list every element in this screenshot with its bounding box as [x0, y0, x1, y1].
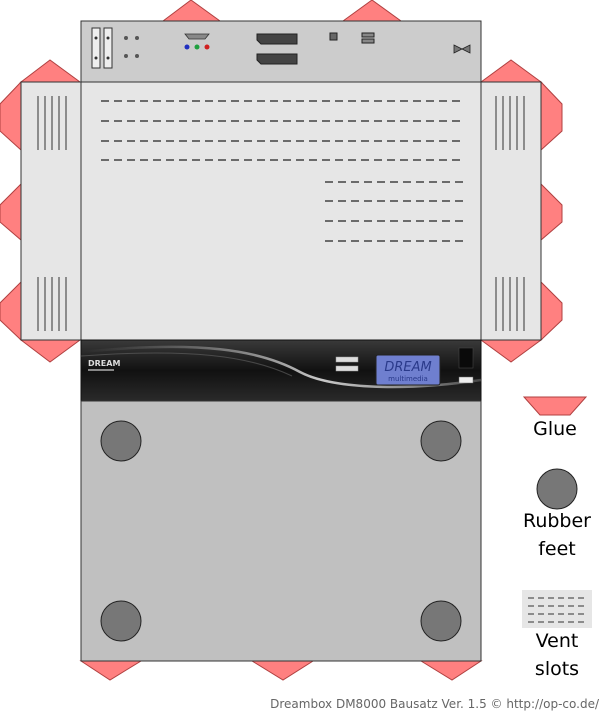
legend-glue-label: Glue: [533, 418, 577, 440]
front-button: [335, 356, 359, 363]
glue-tab: [161, 0, 222, 22]
rca-red-port: [204, 44, 210, 50]
power-button: [458, 376, 474, 384]
scart-port: [256, 33, 298, 45]
glue-tab: [250, 660, 315, 681]
right-side-panel: [480, 81, 542, 341]
scart-port: [256, 53, 298, 65]
glue-tab: [0, 182, 22, 242]
port-connector: [184, 33, 210, 40]
rubber-foot: [420, 600, 462, 642]
brand-logo: DREAM: [88, 359, 120, 368]
vent-slots: [495, 96, 525, 331]
glue-tab: [19, 59, 82, 83]
glue-tab: [79, 660, 143, 681]
glue-tab: [540, 280, 563, 342]
glue-tab: [19, 339, 82, 363]
glue-tab: [341, 0, 403, 22]
display-line2: multimedia: [388, 375, 428, 383]
rca-green-port: [194, 44, 200, 50]
glue-tab: [479, 339, 543, 363]
back-panel: [80, 20, 482, 83]
legend-vent-label-line2: slots: [534, 658, 580, 680]
glue-tab: [479, 59, 543, 83]
left-side-panel: [20, 81, 82, 341]
display-line1: DREAM: [384, 360, 431, 375]
port-connector: [453, 44, 471, 54]
legend-glue-swatch: [522, 396, 588, 416]
rubber-foot: [100, 600, 142, 642]
connector-block: [103, 27, 113, 69]
vent-slots: [101, 100, 463, 242]
glue-tab: [540, 182, 563, 242]
legend-foot-swatch: [536, 468, 578, 510]
connector-block: [91, 27, 101, 69]
glue-tab: [540, 80, 563, 152]
vent-slots: [37, 96, 67, 331]
rubber-foot: [420, 420, 462, 462]
front-button: [335, 365, 359, 372]
legend-vent-label-line1: Vent: [535, 630, 579, 652]
glue-tab: [419, 660, 483, 681]
glue-tab: [0, 280, 22, 342]
top-panel: [80, 81, 482, 341]
front-display: [375, 354, 441, 386]
port-connector: [361, 32, 375, 38]
legend-feet-label-line2: feet: [538, 538, 576, 560]
card-slot: [458, 347, 474, 369]
port-connector: [329, 32, 338, 41]
port-connector: [361, 38, 375, 44]
legend-feet-label-line1: Rubber: [522, 510, 591, 532]
rubber-foot: [100, 420, 142, 462]
front-panel: DREAM DREAM multimedia: [80, 339, 482, 402]
legend: [522, 396, 592, 628]
glue-tab: [0, 80, 22, 152]
credit-text: Dreambox DM8000 Bausatz Ver. 1.5 © http:…: [270, 697, 599, 711]
bottom-panel: [80, 400, 482, 662]
rca-blue-port: [184, 44, 190, 50]
